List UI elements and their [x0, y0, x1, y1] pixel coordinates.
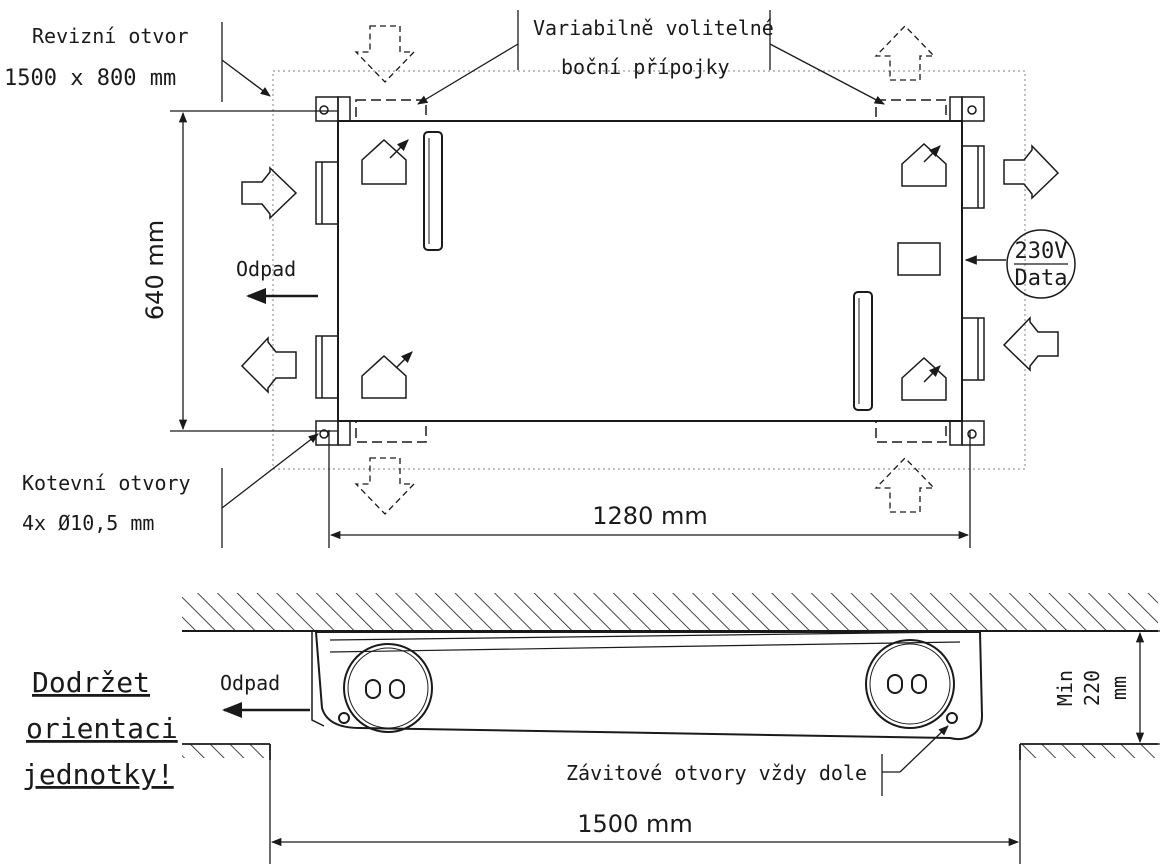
- orientation-warning: Dodržet orientaci jednotky!: [22, 666, 178, 791]
- width-dimension: [328, 430, 971, 548]
- min-height-value: 220: [1080, 670, 1104, 706]
- anchor-holes-callout: Kotevní otvory 4x Ø10,5 mm: [22, 433, 319, 548]
- airflow-symbols: [240, 144, 1060, 394]
- optional-direction-arrows: [354, 25, 936, 515]
- ceiling-segment-left-hatch: [182, 744, 270, 758]
- ceiling-segment-right-hatch: [1020, 744, 1158, 758]
- ceiling-hatch: [182, 593, 1158, 631]
- revision-opening-outline: [272, 70, 1026, 470]
- corner-brackets: [315, 96, 985, 446]
- revision-opening-callout: Revizní otvor 1500 x 800 mm: [4, 22, 271, 102]
- opening-width-label: 1500 mm: [577, 810, 692, 838]
- internal-flow-symbols: [361, 138, 947, 401]
- warning-line-3: jednotky!: [22, 758, 174, 791]
- anchor-holes-size: 4x Ø10,5 mm: [22, 511, 154, 535]
- exhaust-label-top: Odpad: [236, 257, 296, 281]
- revision-opening-label: Revizní otvor: [32, 24, 189, 48]
- side-connections-callout: Variabilně volitelné boční přípojky: [417, 10, 885, 105]
- revision-opening-size: 1500 x 800 mm: [4, 66, 176, 91]
- side-connections-label-1: Variabilně volitelné: [533, 16, 774, 40]
- unit-side-body: [311, 631, 984, 740]
- warning-line-1: Dodržet: [32, 666, 150, 699]
- anchor-holes-label: Kotevní otvory: [22, 471, 191, 495]
- opening-width-dimension: [269, 760, 1021, 864]
- duct-collars: [315, 145, 985, 399]
- filter-slots: [423, 131, 873, 411]
- side-connection-stubs: [355, 99, 947, 443]
- power-data-connector: 230V Data: [964, 229, 1076, 299]
- min-height-label: Min: [1053, 670, 1077, 706]
- threaded-holes-label: Závitové otvory vždy dole: [566, 761, 867, 785]
- power-label: 230V: [1015, 239, 1068, 264]
- min-height-unit: mm: [1107, 676, 1131, 700]
- top-view: 230V Data Odpad 640 mm 1280 mm Revizní o…: [4, 10, 1076, 548]
- exhaust-label-side: Odpad: [220, 671, 280, 695]
- min-height-dimension: Min 220 mm: [1053, 630, 1160, 745]
- side-view: Odpad Dodržet orientaci jednotky! Min 22…: [22, 593, 1160, 864]
- warning-line-2: orientaci: [26, 712, 178, 745]
- width-dimension-label: 1280 mm: [592, 502, 707, 530]
- electrical-box: [897, 242, 941, 276]
- side-connections-label-2: boční přípojky: [561, 55, 730, 79]
- unit-body: [337, 120, 963, 422]
- threaded-holes-callout: Závitové otvory vždy dole: [566, 725, 949, 796]
- height-dimension: [170, 110, 338, 432]
- height-dimension-label: 640 mm: [141, 220, 169, 320]
- data-label: Data: [1015, 266, 1068, 291]
